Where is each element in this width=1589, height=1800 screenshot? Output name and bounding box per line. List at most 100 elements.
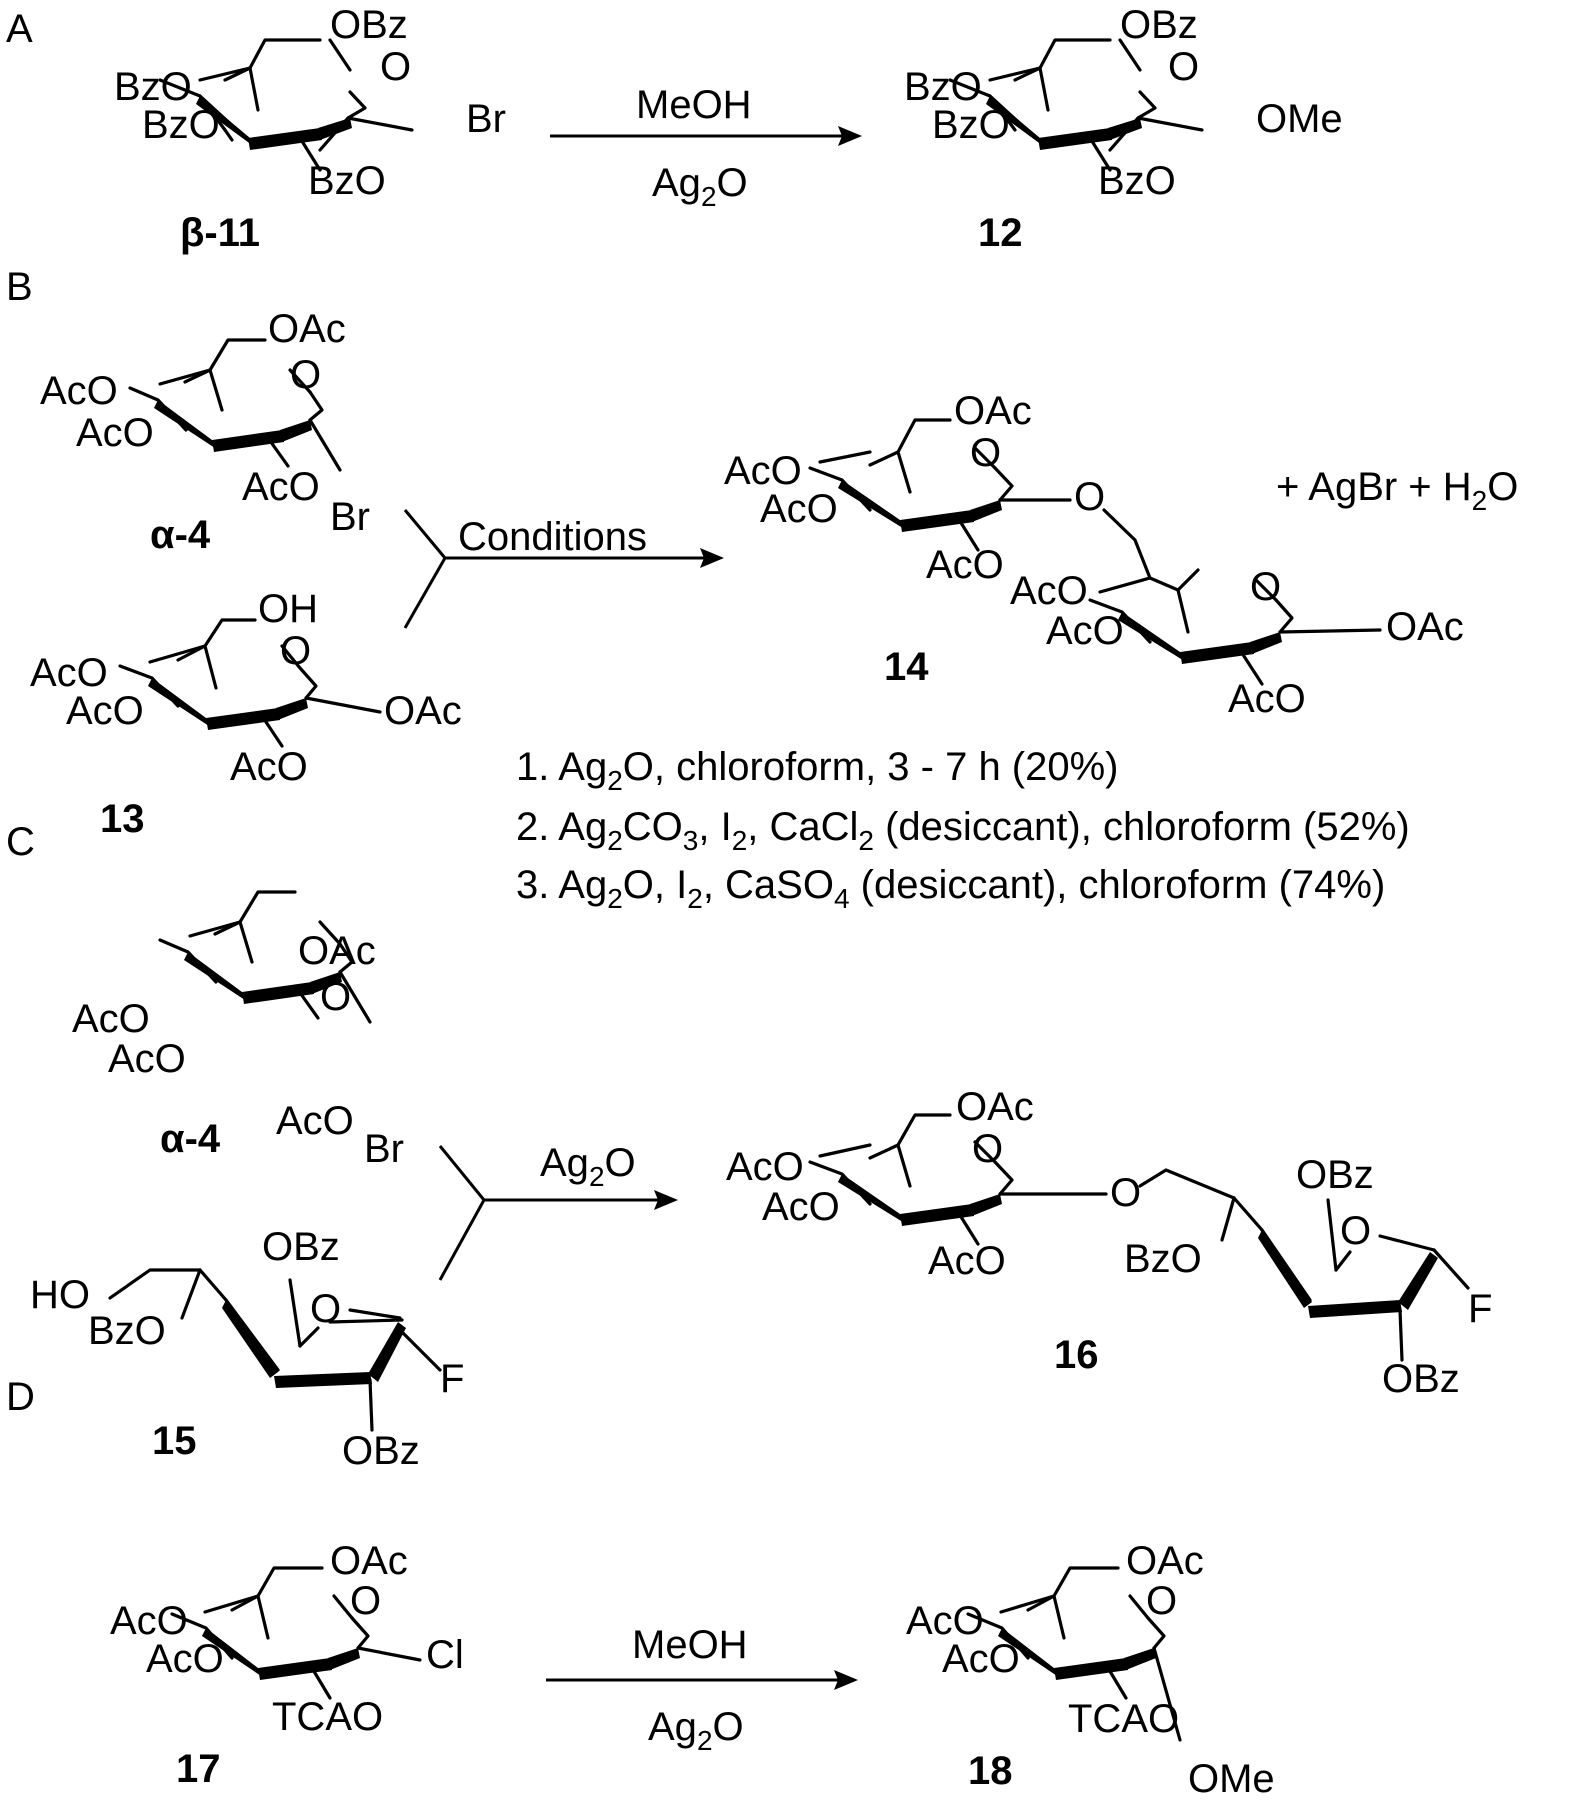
ring-oxygen: O [350, 1579, 381, 1623]
ring-oxygen: O [380, 45, 411, 89]
ring-oxygen: O [320, 975, 351, 1019]
group-aco: AcO [1046, 609, 1124, 653]
group-oac: OAc [268, 307, 346, 351]
compound-beta-11-structure [158, 38, 414, 172]
group-bzo: BzO [1098, 159, 1176, 203]
group-aco: AcO [276, 1099, 354, 1143]
group-br: Br [364, 1127, 404, 1171]
group-aco: AcO [242, 465, 320, 509]
compound-alpha-4-structure [128, 338, 342, 472]
byproducts: + AgBr + H2O [1276, 465, 1518, 516]
panel-label-c: C [6, 820, 35, 864]
group-cl: Cl [426, 1633, 464, 1677]
reagent-ag2o: Ag2O [540, 1141, 636, 1192]
group-bzo: BzO [1124, 1237, 1202, 1281]
group-aco: AcO [726, 1145, 804, 1189]
compound-label-beta-11: β-11 [180, 211, 260, 255]
group-aco: AcO [72, 997, 150, 1041]
group-aco: AcO [76, 411, 154, 455]
group-bzo: BzO [142, 103, 220, 147]
ring-oxygen: O [1168, 45, 1199, 89]
group-br: Br [330, 495, 370, 539]
condition-3: 3. Ag2O, I2, CaSO4 (desiccant), chlorofo… [516, 863, 1385, 914]
compound-label-14: 14 [884, 645, 929, 689]
panel-label-d: D [6, 1375, 35, 1419]
compound-label-alpha-4: α-4 [150, 513, 211, 557]
reaction-arrow-d [546, 1670, 858, 1690]
group-br: Br [466, 97, 506, 141]
group-obz: OBz [330, 3, 408, 47]
reaction-arrow-c [438, 1145, 678, 1281]
reaction-arrow-a [550, 126, 862, 146]
group-ome: OMe [1188, 1757, 1275, 1800]
group-aco: AcO [108, 1037, 186, 1081]
group-aco: AcO [30, 651, 108, 695]
compound-label-12: 12 [978, 211, 1023, 255]
group-f: F [440, 1357, 464, 1401]
group-oac: OAc [1126, 1539, 1204, 1583]
group-oac: OAc [956, 1085, 1034, 1129]
group-bzo: BzO [308, 159, 386, 203]
panel-label-b: B [6, 265, 33, 309]
group-aco: AcO [906, 1599, 984, 1643]
compound-18-structure [966, 1566, 1182, 1742]
group-oac: OAc [298, 929, 376, 973]
group-aco: AcO [762, 1185, 840, 1229]
group-aco: AcO [230, 745, 308, 789]
ring-oxygen: O [970, 431, 1001, 475]
reaction-arrow-b [403, 509, 724, 629]
group-obz: OBz [342, 1429, 420, 1473]
group-aco: AcO [928, 1239, 1006, 1283]
glycosidic-oxygen: O [1110, 1171, 1141, 1215]
group-aco: AcO [760, 487, 838, 531]
group-aco: AcO [146, 1637, 224, 1681]
ring-oxygen: O [972, 1127, 1003, 1171]
compound-label-17: 17 [176, 1747, 221, 1791]
group-aco: AcO [110, 1599, 188, 1643]
compound-16-structure [808, 1113, 1470, 1362]
group-bzo: BzO [932, 103, 1010, 147]
compound-label-18: 18 [968, 1749, 1013, 1793]
reagent-meoh: MeOH [636, 83, 752, 127]
group-oac: OAc [384, 689, 462, 733]
group-oac: OAc [1386, 605, 1464, 649]
group-ho: HO [30, 1273, 90, 1317]
group-obz: OBz [1382, 1357, 1460, 1401]
ring-oxygen: O [1250, 565, 1281, 609]
compound-15-structure [108, 1268, 442, 1432]
compound-13-structure [118, 618, 382, 748]
group-bzo: BzO [114, 65, 192, 109]
reagent-meoh: MeOH [632, 1623, 748, 1667]
ring-oxygen: O [280, 629, 311, 673]
compound-label-15: 15 [152, 1419, 197, 1463]
group-aco: AcO [942, 1637, 1020, 1681]
compound-label-13: 13 [100, 797, 145, 841]
group-aco: AcO [724, 449, 802, 493]
group-oh: OH [258, 587, 318, 631]
ring-oxygen: O [1340, 1209, 1371, 1253]
group-aco: AcO [1010, 569, 1088, 613]
panel-label-a: A [6, 7, 33, 51]
group-oac: OAc [954, 389, 1032, 433]
group-aco: AcO [40, 369, 118, 413]
reagent-ag2o: Ag2O [648, 1705, 744, 1756]
group-oac: OAc [330, 1539, 408, 1583]
ring-oxygen: O [310, 1287, 341, 1331]
condition-1: 1. Ag2O, chloroform, 3 - 7 h (20%) [516, 745, 1119, 796]
group-f: F [1468, 1287, 1492, 1331]
group-tcao: TCAO [1068, 1697, 1179, 1741]
compound-12-structure [948, 38, 1204, 172]
group-obz: OBz [1120, 3, 1198, 47]
compound-alpha-4-structure [158, 890, 372, 1024]
group-bzo: BzO [904, 65, 982, 109]
compound-label-16: 16 [1054, 1333, 1099, 1377]
group-bzo: BzO [88, 1309, 166, 1353]
group-ome: OMe [1256, 97, 1343, 141]
group-tcao: TCAO [272, 1695, 383, 1739]
compound-17-structure [170, 1566, 422, 1700]
compound-14-structure [808, 418, 1382, 686]
group-aco: AcO [1228, 677, 1306, 721]
ring-oxygen: O [290, 353, 321, 397]
condition-2: 2. Ag2CO3, I2, CaCl2 (desiccant), chloro… [516, 805, 1410, 856]
